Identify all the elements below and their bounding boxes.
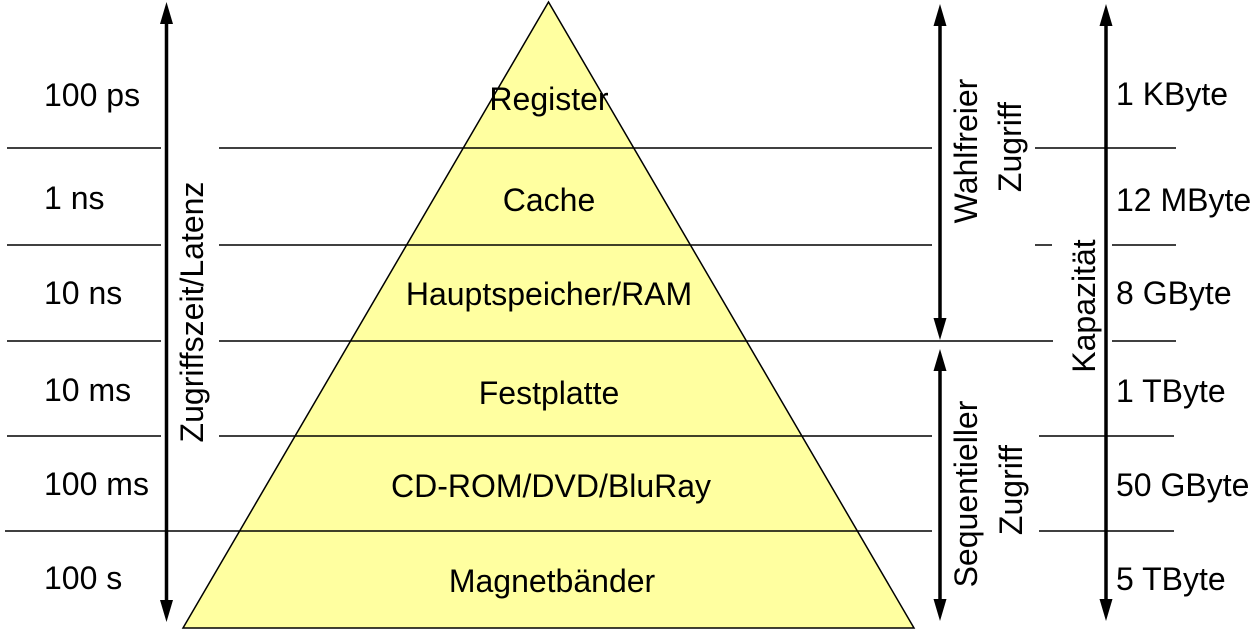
level-names: Register Cache Hauptspeicher/RAM Festpla… (391, 81, 711, 599)
sequential-access-label: Sequentieller Zugriff (948, 400, 1029, 587)
capacity-axis-label: Kapazität (1066, 239, 1102, 373)
separator-lines (5, 147, 1176, 532)
level-name: Hauptspeicher/RAM (406, 276, 692, 312)
arrowhead-down-icon (1099, 599, 1113, 621)
level-name: Magnetbänder (449, 563, 656, 599)
capacity-value: 12 MByte (1116, 182, 1251, 218)
latency-axis-label: Zugriffszeit/Latenz (174, 182, 210, 443)
capacity-axis-arrow (1099, 4, 1113, 621)
arrowhead-up-icon (933, 4, 947, 26)
random-access-label: Wahlfreier Zugriff (948, 78, 1028, 223)
arrowhead-up-icon (160, 2, 173, 24)
arrowhead-up-icon (1099, 4, 1113, 26)
level-name: Register (489, 81, 609, 117)
capacity-values: 1 KByte 12 MByte 8 GByte 1 TByte 50 GByt… (1116, 76, 1251, 597)
arrowhead-down-icon (933, 599, 947, 621)
random-access-arrow (933, 4, 947, 340)
random-access-label-line1: Wahlfreier (948, 78, 984, 223)
level-name: Cache (503, 182, 596, 218)
capacity-value: 1 KByte (1116, 76, 1228, 112)
capacity-value: 50 GByte (1116, 467, 1249, 503)
latency-value: 100 s (44, 560, 122, 596)
arrowhead-down-icon (933, 318, 947, 340)
sequential-access-arrow (933, 349, 947, 621)
sequential-access-label-line1: Sequentieller (948, 400, 984, 587)
sequential-access-label-line2: Zugriff (993, 445, 1029, 535)
level-name: Festplatte (479, 375, 620, 411)
arrowhead-up-icon (933, 349, 947, 371)
arrowhead-down-icon (160, 600, 173, 622)
latency-value: 1 ns (44, 180, 104, 216)
latency-axis-arrow (160, 2, 173, 622)
latency-value: 10 ms (44, 372, 131, 408)
level-name: CD-ROM/DVD/BluRay (391, 468, 711, 504)
capacity-value: 5 TByte (1116, 561, 1226, 597)
latency-value: 10 ns (44, 275, 122, 311)
latency-value: 100 ps (44, 77, 140, 113)
pyramid-shape (181, 0, 916, 629)
capacity-value: 1 TByte (1116, 373, 1226, 409)
capacity-value: 8 GByte (1116, 275, 1232, 311)
random-access-label-line2: Zugriff (992, 102, 1028, 192)
latency-values: 100 ps 1 ns 10 ns 10 ms 100 ms 100 s (44, 77, 149, 596)
latency-value: 100 ms (44, 466, 149, 502)
